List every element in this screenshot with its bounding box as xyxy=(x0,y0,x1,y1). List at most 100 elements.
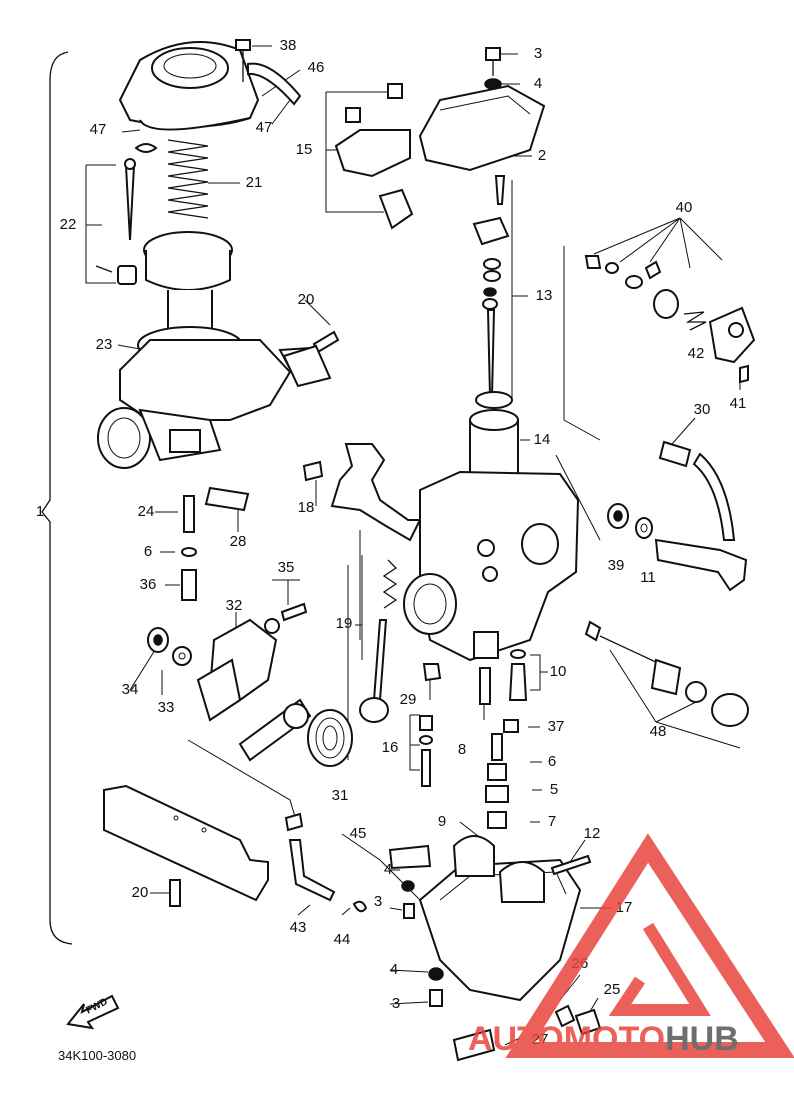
watermark-triangle xyxy=(505,833,794,1058)
washer-33 xyxy=(172,646,192,666)
callout-19: 19 xyxy=(336,615,353,632)
seal-39 xyxy=(607,503,629,529)
main-jet-stack xyxy=(485,733,509,829)
float-pin xyxy=(550,854,592,876)
callout-3-mid: 3 xyxy=(374,893,382,910)
callout-12: 12 xyxy=(584,825,601,842)
callout-31: 31 xyxy=(332,787,349,804)
callout-32: 32 xyxy=(226,597,243,614)
top-cover xyxy=(118,41,260,131)
callout-14: 14 xyxy=(534,431,551,448)
leader-lines xyxy=(85,45,741,1046)
choke-parts xyxy=(584,255,756,384)
callout-1: 1 xyxy=(36,503,44,520)
vent-hose xyxy=(247,62,302,106)
throttle-linkage xyxy=(196,618,312,762)
callout-42: 42 xyxy=(688,345,705,362)
throttle-arm-15 xyxy=(334,83,414,230)
callout-6-left: 6 xyxy=(144,543,152,560)
needle-set-13 xyxy=(472,175,510,397)
callout-46: 46 xyxy=(308,59,325,76)
callout-7: 7 xyxy=(548,813,556,830)
hose-30 xyxy=(658,440,736,541)
spring-21 xyxy=(167,139,209,219)
jet-10 xyxy=(508,649,528,701)
left-carb-body xyxy=(97,339,328,469)
jet-37 xyxy=(503,719,519,733)
bolt-20-lower xyxy=(169,879,181,907)
callout-20-lower: 20 xyxy=(132,884,149,901)
watermark-brand-c: HUB xyxy=(665,1020,739,1058)
callout-37: 37 xyxy=(548,718,565,735)
callout-44: 44 xyxy=(334,931,351,948)
callout-47-right: 47 xyxy=(256,119,273,136)
spring-31 xyxy=(307,709,353,767)
callout-23: 23 xyxy=(96,336,113,353)
callout-45: 45 xyxy=(350,825,367,842)
watermark-brand-b: MOTO xyxy=(564,1020,665,1058)
washer-11 xyxy=(635,517,653,539)
jet-8 xyxy=(479,667,491,705)
pilot-screw xyxy=(359,559,398,723)
callout-28: 28 xyxy=(230,533,247,550)
cable-bracket xyxy=(302,443,422,542)
callout-24: 24 xyxy=(138,503,155,520)
mount-plate xyxy=(103,784,269,902)
watermark-inner-mark xyxy=(608,922,711,1016)
overflow-hose xyxy=(284,812,368,913)
callout-5: 5 xyxy=(550,781,558,798)
drain-parts xyxy=(452,1004,602,1062)
jet-needle-22 xyxy=(95,158,137,285)
callout-9: 9 xyxy=(438,813,446,830)
callout-21: 21 xyxy=(246,174,263,191)
watermark-logo: AUTOMOTOHUB xyxy=(468,833,794,1058)
assembly-bracket xyxy=(41,51,73,945)
callout-36: 36 xyxy=(140,576,157,593)
float-chamber xyxy=(388,835,582,1002)
washer-4-top xyxy=(484,78,502,90)
screw-35 xyxy=(264,602,308,634)
callout-48: 48 xyxy=(650,723,667,740)
callout-10: 10 xyxy=(550,663,567,680)
top-cap-2 xyxy=(418,84,546,172)
plate-20 xyxy=(282,344,332,388)
lower-screws xyxy=(401,880,444,1007)
needle-jet-parts xyxy=(181,486,250,601)
right-carb-body xyxy=(403,470,580,662)
fwd-arrow: FWD xyxy=(66,994,120,1030)
screw-38 xyxy=(235,39,251,82)
callout-4-mid: 4 xyxy=(384,861,392,878)
watermark-text: AUTOMOTOHUB xyxy=(468,1020,739,1058)
callout-41: 41 xyxy=(730,395,747,412)
callout-2: 2 xyxy=(538,147,546,164)
nut-34 xyxy=(147,627,169,653)
callout-30: 30 xyxy=(694,401,711,418)
choke-shaft xyxy=(654,538,748,592)
screw-3-top xyxy=(485,47,501,76)
watermark-brand-a: AUTO xyxy=(468,1020,564,1058)
callout-35: 35 xyxy=(278,559,295,576)
callout-8: 8 xyxy=(458,741,466,758)
callout-43: 43 xyxy=(290,919,307,936)
jet-16 xyxy=(419,715,433,787)
callout-labels: 1 2 3 4 5 6 7 8 9 10 11 12 13 14 15 16 1… xyxy=(36,37,747,1048)
callout-15: 15 xyxy=(296,141,313,158)
callout-39: 39 xyxy=(608,557,625,574)
callout-20-top: 20 xyxy=(298,291,315,308)
callout-3-low: 3 xyxy=(392,995,400,1012)
callout-22: 22 xyxy=(60,216,77,233)
callout-34: 34 xyxy=(122,681,139,698)
plunger-48 xyxy=(584,620,749,727)
callout-16: 16 xyxy=(382,739,399,756)
callout-18: 18 xyxy=(298,499,315,516)
callout-13: 13 xyxy=(536,287,553,304)
nut-29 xyxy=(422,663,442,682)
callout-6: 6 xyxy=(548,753,556,770)
callout-11: 11 xyxy=(640,569,656,586)
callout-25: 25 xyxy=(604,981,621,998)
callout-33: 33 xyxy=(158,699,175,716)
callout-40: 40 xyxy=(676,199,693,216)
part-code: 34K100-3080 xyxy=(58,1048,136,1063)
